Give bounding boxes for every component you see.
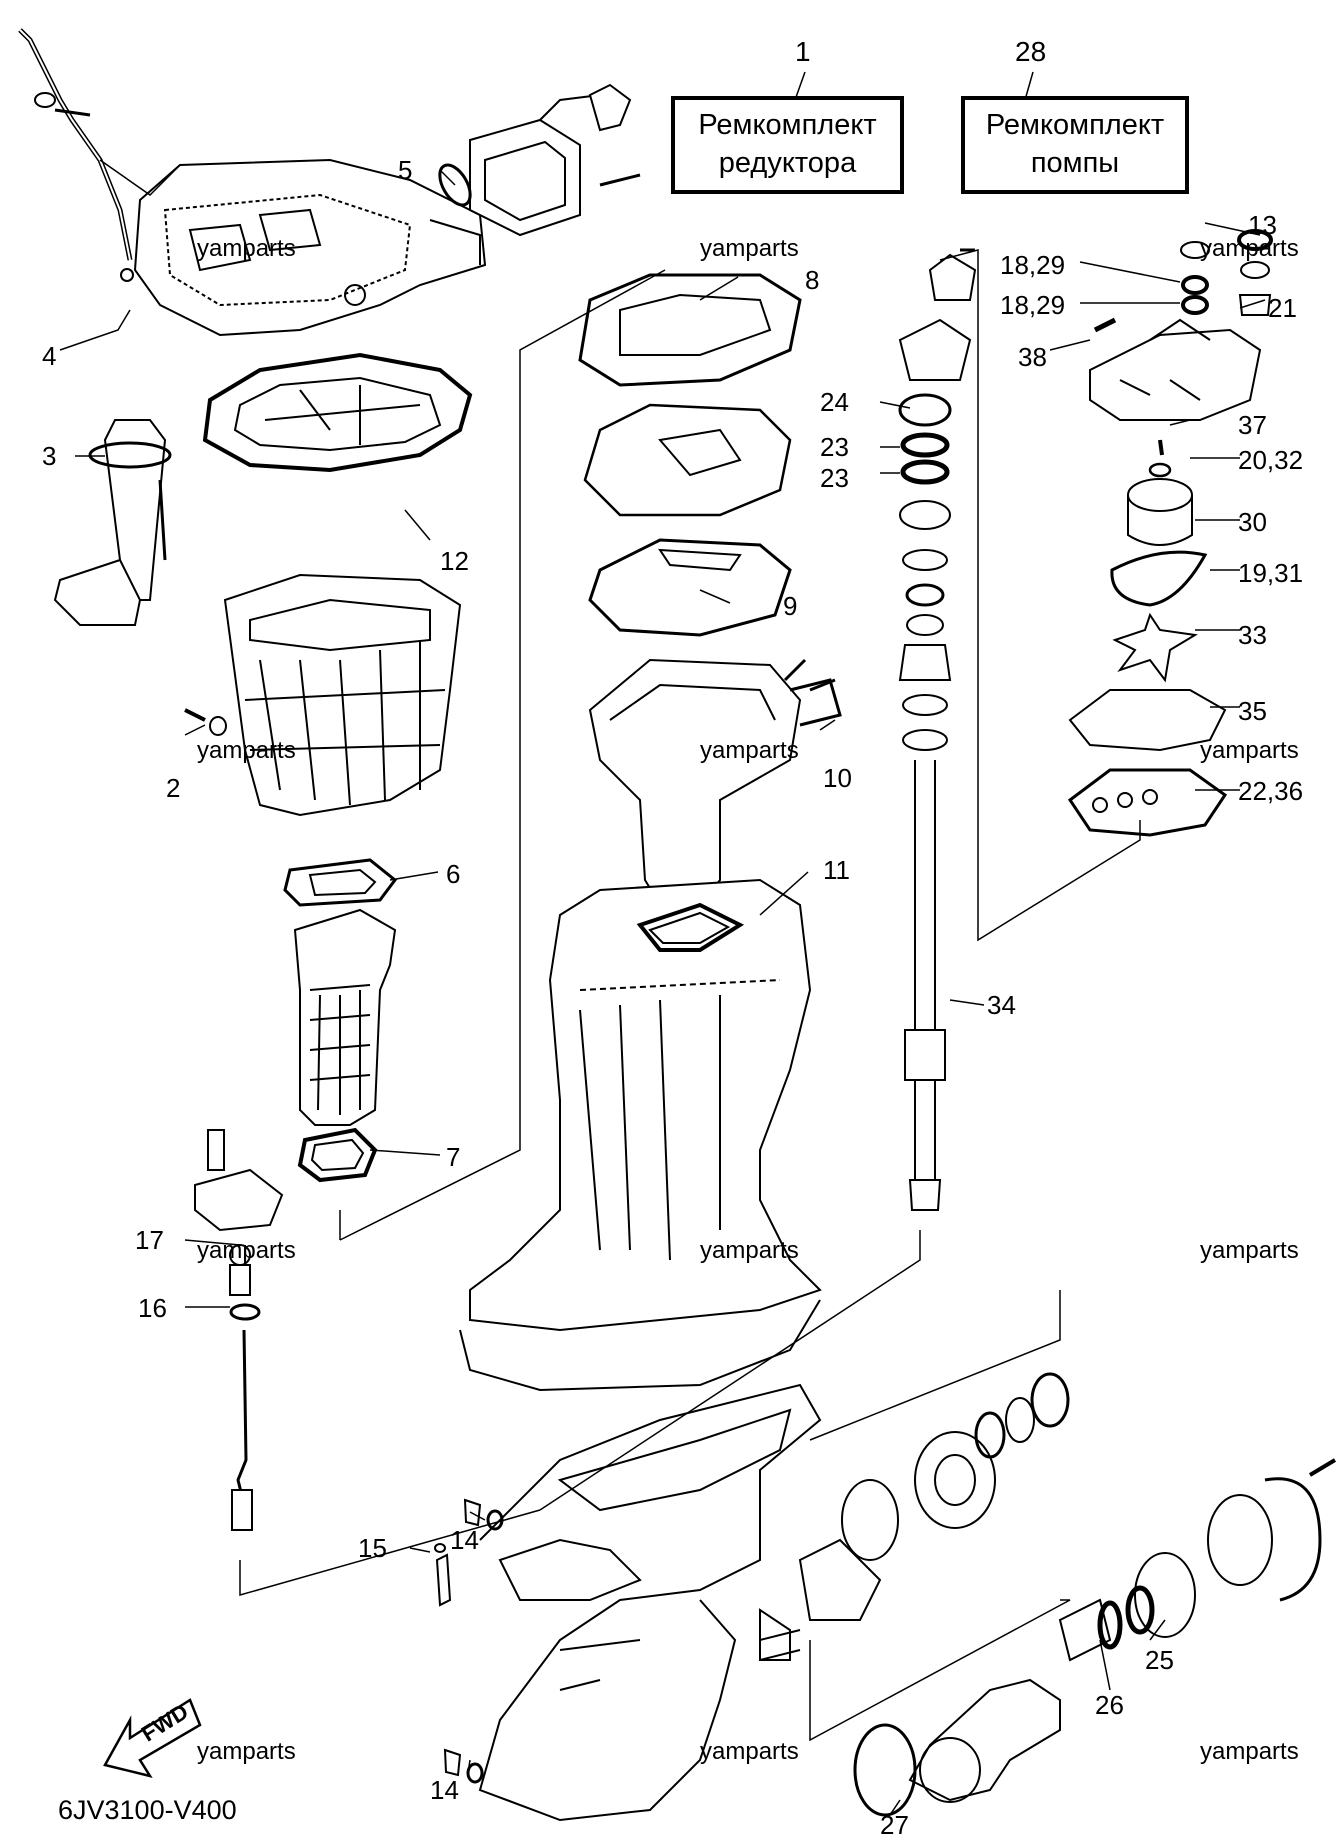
- watermark: yamparts: [197, 235, 296, 262]
- kit-1-number: 1: [795, 36, 811, 67]
- kit-1-line2: редуктора: [718, 147, 857, 179]
- diagram-code: 6JV3100-V400: [58, 1795, 237, 1825]
- callout-37: 37: [1238, 410, 1267, 440]
- callout-23a: 23: [820, 432, 849, 462]
- callout-9: 9: [783, 591, 798, 621]
- callout-4: 4: [42, 341, 57, 371]
- callout-30: 30: [1238, 507, 1267, 537]
- callout-25: 25: [1145, 1645, 1174, 1675]
- callout-24: 24: [820, 387, 849, 417]
- watermark: yamparts: [700, 235, 799, 262]
- watermark: yamparts: [197, 1738, 296, 1765]
- exhaust-manifold-part: [293, 908, 397, 1126]
- watermark: yamparts: [1200, 1738, 1299, 1765]
- gasket-9-part: [588, 538, 792, 637]
- callout-16: 16: [138, 1293, 167, 1323]
- bracket-part: [99, 83, 641, 237]
- callout-33: 33: [1238, 620, 1267, 650]
- leader-lines: [59, 71, 1266, 1816]
- drive-shaft-part: [898, 248, 977, 1211]
- kit-28-box: Ремкомплект помпы: [961, 96, 1189, 194]
- callout-23b: 23: [820, 463, 849, 493]
- callout-34: 34: [987, 990, 1016, 1020]
- callout-5: 5: [398, 155, 413, 185]
- callout-14b: 14: [430, 1775, 459, 1805]
- kit-28-line2: помпы: [1030, 147, 1120, 179]
- callout-7: 7: [446, 1142, 461, 1172]
- kit-28-line1: Ремкомплект: [985, 109, 1165, 141]
- watermark: yamparts: [700, 1738, 799, 1765]
- upper-casing-part: [133, 158, 487, 337]
- callout-22: 22,36: [1238, 776, 1304, 806]
- callout-10: 10: [823, 763, 852, 793]
- callout-2: 2: [166, 773, 181, 803]
- exhaust-guide-part: [588, 658, 842, 906]
- kit-1-box: Ремкомплект редуктора: [671, 96, 904, 194]
- callout-15: 15: [358, 1533, 387, 1563]
- callout-26: 26: [1095, 1690, 1124, 1720]
- water-pump-part: [1067, 229, 1273, 837]
- callout-6: 6: [446, 859, 461, 889]
- watermark: yamparts: [1200, 737, 1299, 764]
- adapter-plate-part: [583, 403, 792, 517]
- callout-38: 38: [1018, 342, 1047, 372]
- oil-pan-part: [184, 573, 462, 817]
- callout-19: 19,31: [1238, 558, 1304, 588]
- gasket-8-part: [578, 273, 802, 387]
- gasket-7-part: [297, 1127, 378, 1183]
- upper-case-part: [459, 878, 822, 1392]
- gasket-12-part: [202, 352, 473, 473]
- callout-20: 20,32: [1238, 445, 1304, 475]
- callout-17: 17: [135, 1225, 164, 1255]
- watermark: yamparts: [1200, 235, 1299, 262]
- callout-8: 8: [805, 265, 820, 295]
- watermark: yamparts: [700, 737, 799, 764]
- watermark: yamparts: [197, 737, 296, 764]
- callout-18a: 18,29: [1000, 250, 1066, 280]
- callout-13: 13: [1248, 210, 1277, 240]
- propeller-shaft-housing-part: [853, 1458, 1337, 1817]
- kit-28-number: 28: [1015, 36, 1047, 67]
- watermark: yamparts: [1200, 1237, 1299, 1264]
- kit-1-line1: Ремкомплект: [698, 109, 877, 141]
- callout-35: 35: [1238, 696, 1267, 726]
- callout-27: 27: [880, 1810, 909, 1840]
- callout-12: 12: [440, 546, 469, 576]
- gear-set-part: [759, 1372, 1070, 1661]
- callout-3: 3: [42, 441, 57, 471]
- oil-pipe-part: [18, 28, 134, 282]
- group-lines: [239, 249, 1141, 1742]
- oil-strainer-part: [53, 419, 172, 626]
- callout-21: 21: [1268, 293, 1297, 323]
- watermark: yamparts: [700, 1237, 799, 1264]
- callout-14a: 14: [450, 1525, 479, 1555]
- gasket-6-part: [283, 858, 398, 907]
- callout-18b: 18,29: [1000, 290, 1066, 320]
- fwd-arrow-icon: [103, 1698, 202, 1778]
- callout-11: 11: [823, 855, 850, 885]
- shift-rod-bracket-part: [194, 1129, 284, 1531]
- watermark: yamparts: [197, 1237, 296, 1264]
